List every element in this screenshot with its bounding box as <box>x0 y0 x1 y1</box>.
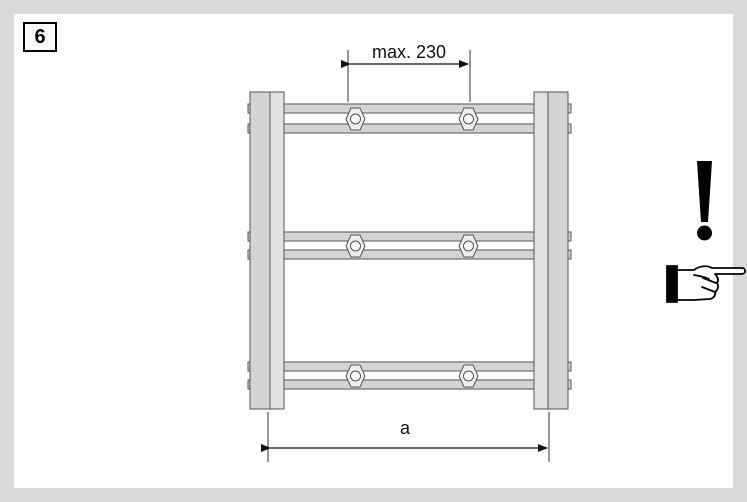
bolt-icon <box>350 113 361 125</box>
beam <box>247 103 572 114</box>
beam <box>247 231 572 242</box>
beam-group-bottom <box>247 361 572 390</box>
beam-group-middle <box>247 231 572 260</box>
connector-bottom-left <box>345 364 366 388</box>
bolt-icon <box>350 370 361 382</box>
left-post-front <box>249 91 271 410</box>
bolt-icon <box>463 240 474 252</box>
right-post-side <box>533 91 549 410</box>
right-post <box>533 91 569 410</box>
connector-middle-right <box>458 234 479 258</box>
connector-bottom-right <box>458 364 479 388</box>
top-dimension: max. 230 <box>341 42 471 102</box>
exclamation-icon <box>697 161 712 241</box>
connector-middle-left <box>345 234 366 258</box>
beam <box>247 123 572 134</box>
beam <box>247 361 572 372</box>
bottom-dimension-label: a <box>400 418 411 438</box>
step-number-badge: 6 <box>23 22 57 52</box>
right-post-front <box>547 91 569 410</box>
left-post-side <box>269 91 285 410</box>
bottom-dimension: a <box>261 412 550 462</box>
left-post <box>249 91 285 410</box>
connector-top-left <box>345 107 366 131</box>
connector-top-right <box>458 107 479 131</box>
beam <box>247 379 572 390</box>
top-dimension-label: max. 230 <box>372 42 446 62</box>
bolt-icon <box>350 240 361 252</box>
bolt-icon <box>463 370 474 382</box>
beam-group-top <box>247 103 572 134</box>
bolt-icon <box>463 113 474 125</box>
pointing-hand-icon <box>666 265 746 303</box>
beam <box>247 249 572 260</box>
